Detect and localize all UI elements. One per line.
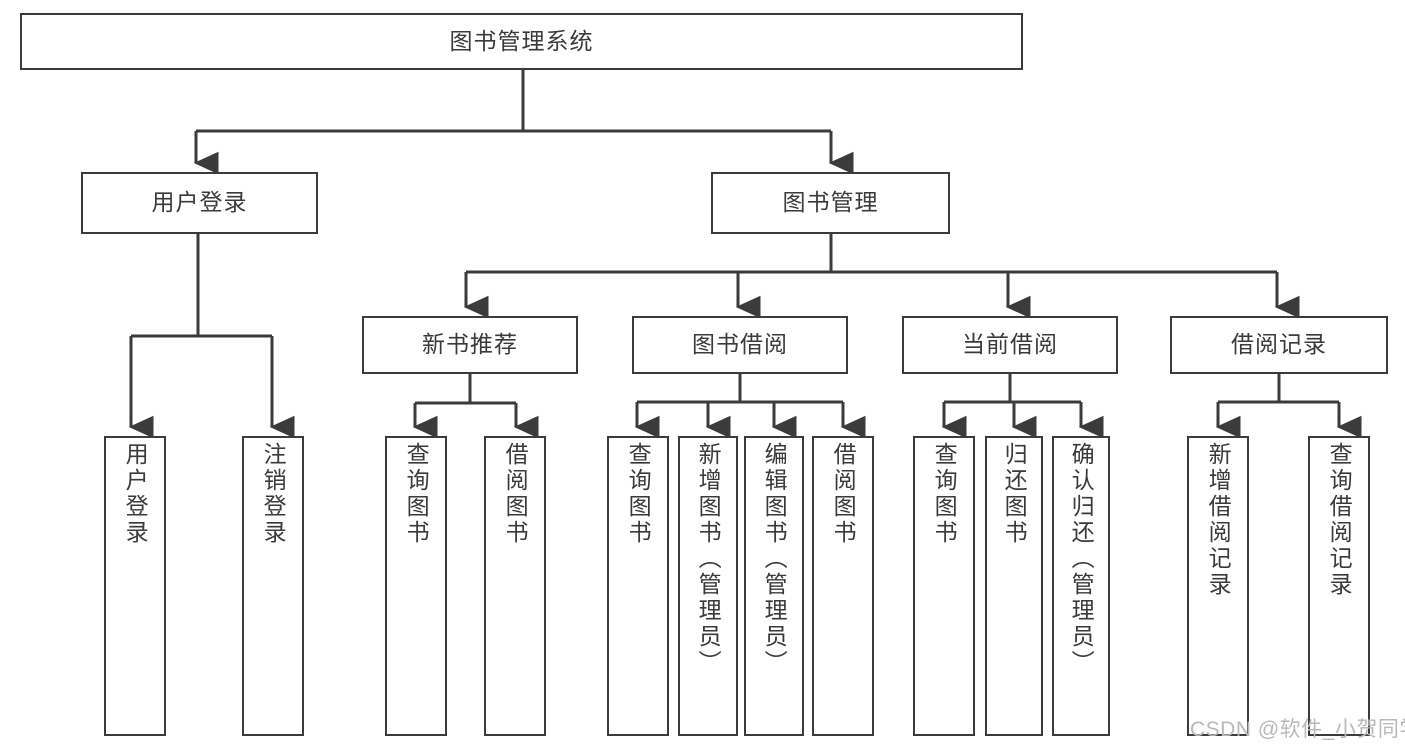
leaf-logout[interactable]: 注销登录 <box>242 436 304 736</box>
node-label: 新增图书（管理员） <box>695 442 722 676</box>
node-book-management[interactable]: 图书管理 <box>711 172 950 234</box>
node-label: 图书借阅 <box>692 331 788 358</box>
leaf-add-book-admin[interactable]: 新增图书（管理员） <box>678 436 738 736</box>
csdn-watermark: CSDN @软件_小贺同学 <box>1190 718 1405 741</box>
leaf-confirm-return-admin[interactable]: 确认归还（管理员） <box>1052 436 1110 736</box>
node-label: 查询图书 <box>931 442 958 546</box>
leaf-add-borrow-record[interactable]: 新增借阅记录 <box>1187 436 1249 736</box>
leaf-query-book-recommend[interactable]: 查询图书 <box>385 436 447 736</box>
node-label: 确认归还（管理员） <box>1068 442 1095 676</box>
node-label: 注销登录 <box>260 442 287 546</box>
node-label: 查询图书 <box>625 442 652 546</box>
node-label: 图书管理 <box>782 189 879 216</box>
node-label: 归还图书 <box>1001 442 1028 546</box>
node-label: 编辑图书（管理员） <box>761 442 788 676</box>
leaf-query-book-borrow[interactable]: 查询图书 <box>607 436 669 736</box>
node-label: 查询借阅记录 <box>1326 442 1353 598</box>
node-label: 图书管理系统 <box>449 27 594 54</box>
leaf-query-book-current[interactable]: 查询图书 <box>913 436 975 736</box>
node-label: 查询图书 <box>403 442 430 546</box>
node-current-borrow[interactable]: 当前借阅 <box>902 316 1118 374</box>
node-label: 用户登录 <box>151 189 248 216</box>
node-label: 新增借阅记录 <box>1205 442 1232 598</box>
node-label: 当前借阅 <box>962 331 1058 358</box>
node-new-book-recommend[interactable]: 新书推荐 <box>362 316 578 374</box>
node-user-login[interactable]: 用户登录 <box>81 172 318 234</box>
leaf-user-login[interactable]: 用户登录 <box>104 436 166 736</box>
leaf-edit-book-admin[interactable]: 编辑图书（管理员） <box>744 436 804 736</box>
leaf-query-borrow-record[interactable]: 查询借阅记录 <box>1308 436 1370 736</box>
node-label: 用户登录 <box>122 442 149 546</box>
node-label: 借阅图书 <box>502 442 529 546</box>
node-label: 借阅图书 <box>830 442 857 546</box>
leaf-borrow-book[interactable]: 借阅图书 <box>812 436 874 736</box>
leaf-borrow-book-recommend[interactable]: 借阅图书 <box>484 436 546 736</box>
node-root[interactable]: 图书管理系统 <box>20 13 1023 70</box>
node-label: 新书推荐 <box>422 331 518 358</box>
node-book-borrow[interactable]: 图书借阅 <box>632 316 848 374</box>
node-label: 借阅记录 <box>1231 331 1327 358</box>
leaf-return-book[interactable]: 归还图书 <box>985 436 1043 736</box>
node-borrow-record[interactable]: 借阅记录 <box>1170 316 1388 374</box>
